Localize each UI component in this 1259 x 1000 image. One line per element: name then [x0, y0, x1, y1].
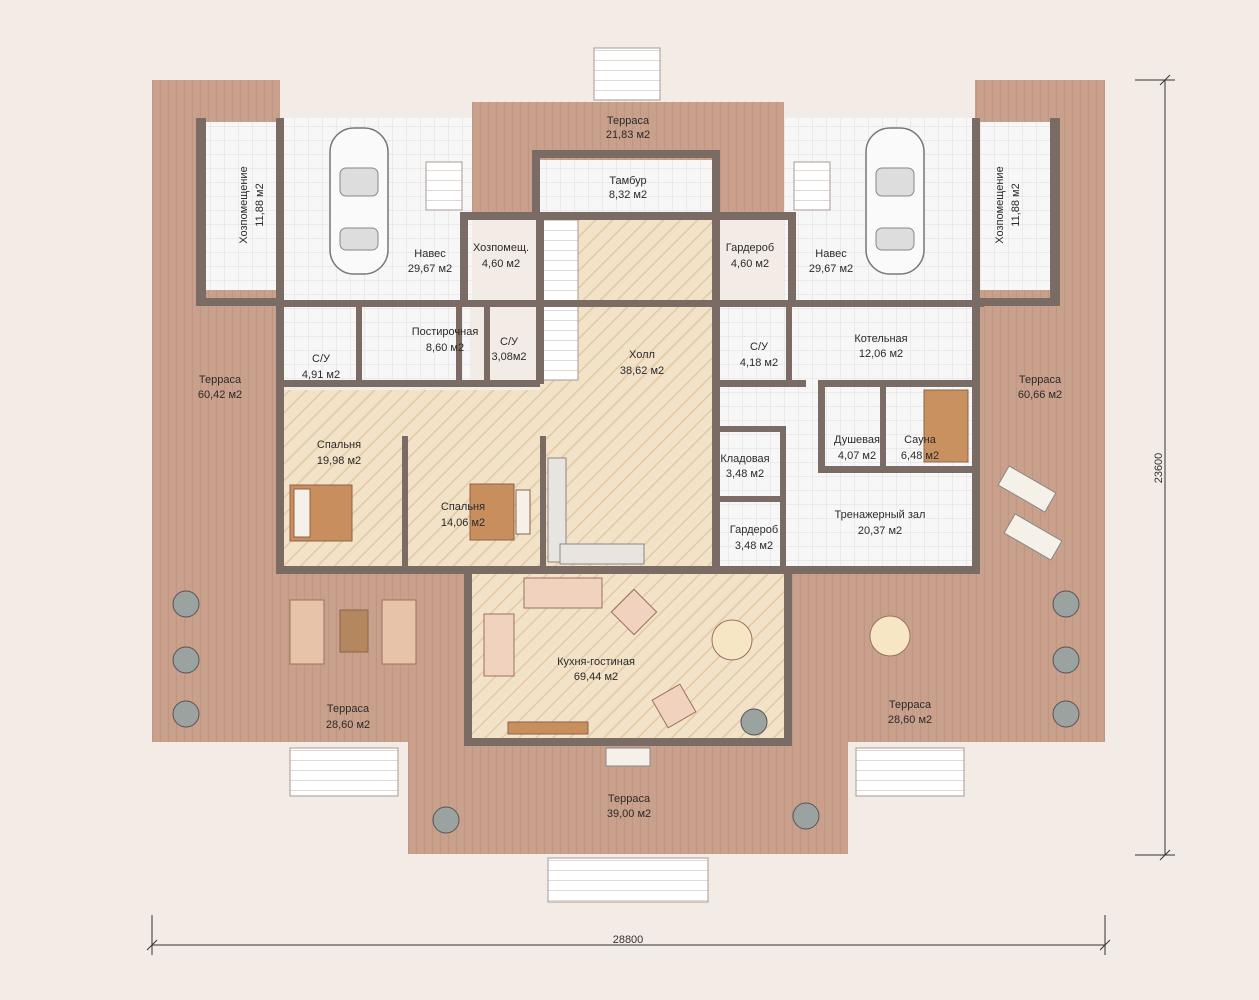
room-name: Спальня — [317, 439, 361, 451]
room-area: 28,60 м2 — [888, 714, 932, 726]
room-name: Терраса — [1019, 374, 1062, 386]
car-right-icon — [865, 127, 925, 275]
dimension-width: 28800 — [146, 915, 1111, 955]
room-name: Навес — [414, 248, 446, 260]
room-name: С/У — [500, 336, 519, 348]
room-name: Навес — [815, 248, 847, 260]
room-area: 11,88 м2 — [1010, 183, 1022, 226]
room-area: 21,83 м2 — [606, 129, 650, 141]
room-area: 14,06 м2 — [441, 517, 485, 529]
room-name: Постирочная — [412, 326, 479, 338]
room-area: 6,48 м2 — [901, 450, 939, 462]
room-area: 29,67 м2 — [809, 263, 853, 275]
walls — [196, 118, 1060, 746]
room-area: 4,07 м2 — [838, 450, 876, 462]
room-name: Терраса — [199, 374, 242, 386]
room-name: С/У — [312, 353, 331, 365]
furniture — [172, 389, 1080, 834]
room-area: 4,91 м2 — [302, 369, 340, 381]
room-labels: Терраса 21,83 м2 Тамбур 8,32 м2 Хозпомещ… — [198, 115, 1062, 820]
room-area: 29,67 м2 — [408, 263, 452, 275]
width-label: 28800 — [613, 934, 644, 946]
room-area: 60,42 м2 — [198, 389, 242, 401]
room-area: 20,37 м2 — [858, 525, 902, 537]
room-area: 4,18 м2 — [740, 357, 778, 369]
room-name: Гардероб — [726, 242, 774, 254]
room-name: Гардероб — [730, 524, 778, 536]
room-area: 69,44 м2 — [574, 671, 618, 683]
room-area: 3,08м2 — [491, 351, 526, 363]
dimension-height: 23600 — [1135, 74, 1175, 861]
room-area: 3,48 м2 — [735, 540, 773, 552]
room-name: Котельная — [854, 333, 907, 345]
room-name: Тренажерный зал — [835, 509, 926, 521]
room-name: Холл — [629, 349, 655, 361]
room-name: Терраса — [607, 115, 650, 127]
room-area: 28,60 м2 — [326, 719, 370, 731]
room-name: Тамбур — [609, 175, 646, 187]
room-name: Терраса — [889, 699, 932, 711]
room-name: Терраса — [327, 703, 370, 715]
room-area: 11,88 м2 — [254, 183, 266, 226]
room-area: 60,66 м2 — [1018, 389, 1062, 401]
room-area: 3,48 м2 — [726, 468, 764, 480]
room-name: Хозпомещ. — [473, 242, 529, 254]
room-area: 4,60 м2 — [482, 258, 520, 270]
height-label: 23600 — [1153, 453, 1165, 484]
room-name: Терраса — [608, 793, 651, 805]
room-name: Кухня-гостиная — [557, 656, 635, 668]
room-area: 39,00 м2 — [607, 808, 651, 820]
room-area: 12,06 м2 — [859, 348, 903, 360]
room-area: 8,32 м2 — [609, 189, 647, 201]
room-name: Хозпомещение — [994, 166, 1006, 243]
room-name: Сауна — [904, 434, 937, 446]
room-area: 8,60 м2 — [426, 342, 464, 354]
room-area: 4,60 м2 — [731, 258, 769, 270]
room-area: 38,62 м2 — [620, 365, 664, 377]
room-name: Кладовая — [720, 453, 769, 465]
room-name: Спальня — [441, 501, 485, 513]
car-left-icon — [329, 127, 389, 275]
room-name: Хозпомещение — [238, 166, 250, 243]
room-name: С/У — [750, 341, 769, 353]
room-name: Душевая — [834, 434, 880, 446]
room-area: 19,98 м2 — [317, 455, 361, 467]
